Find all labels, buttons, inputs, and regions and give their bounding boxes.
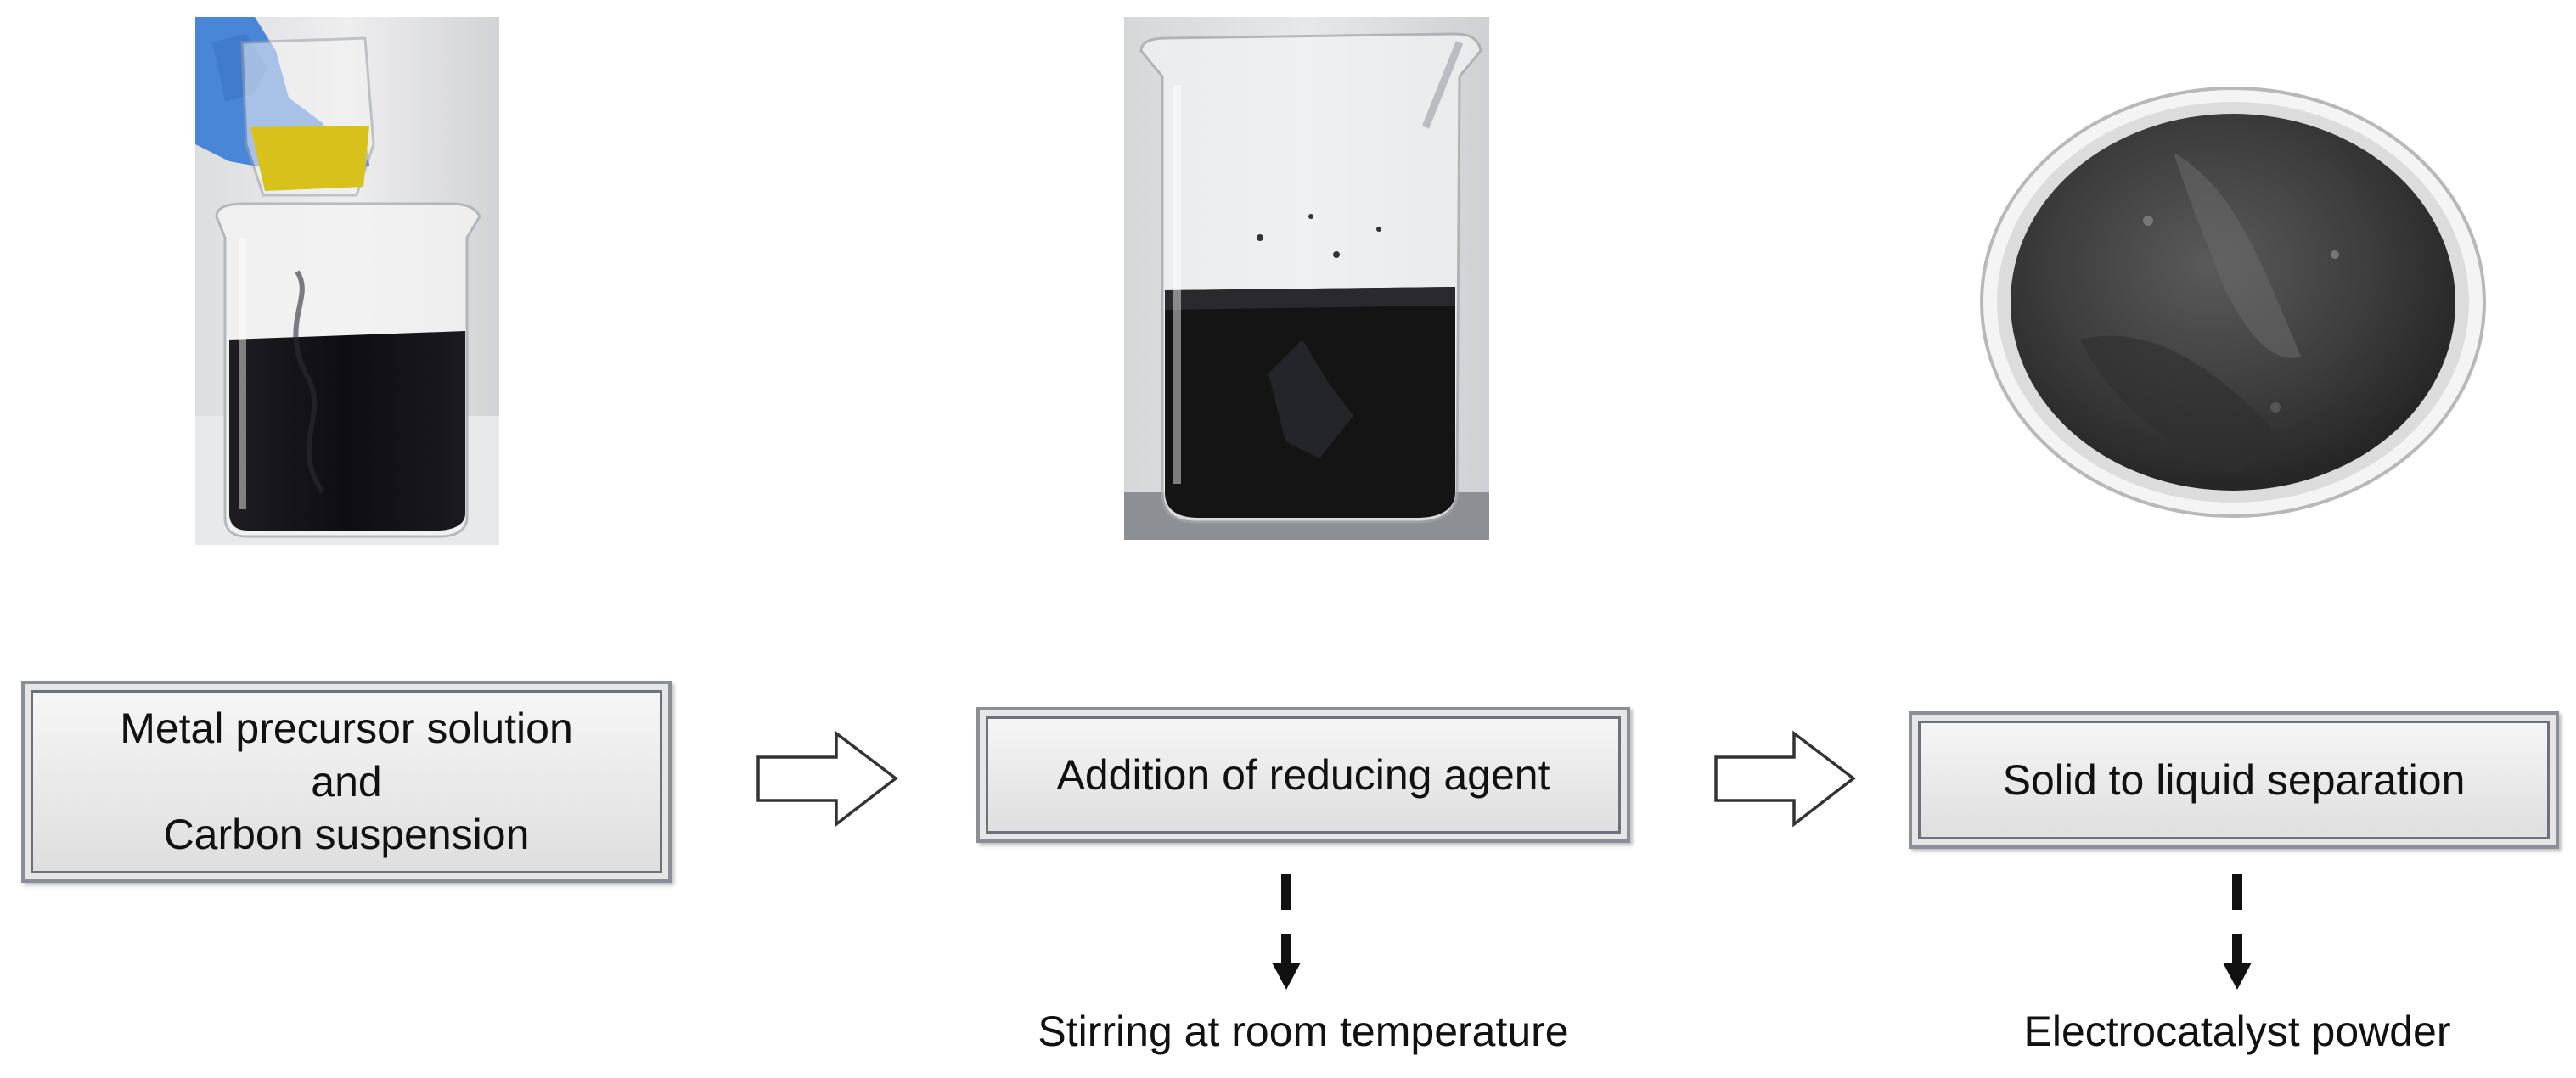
photo-electrocatalyst-powder bbox=[1978, 85, 2488, 519]
step-1-line-2: and bbox=[311, 757, 382, 806]
step-3-line-1: Solid to liquid separation bbox=[2002, 755, 2466, 804]
dashed-down-arrow-icon bbox=[2216, 874, 2258, 993]
step-2-line-1: Addition of reducing agent bbox=[1056, 750, 1550, 799]
step-1-line-1: Metal precursor solution bbox=[120, 705, 573, 753]
result-label-stirring: Stirring at room temperature bbox=[1038, 1008, 1569, 1055]
photo-reducing-agent-beaker bbox=[1124, 17, 1489, 540]
step-box-reducing-agent: Addition of reducing agent bbox=[976, 707, 1630, 843]
step-1-line-3: Carbon suspension bbox=[163, 811, 530, 859]
dashed-down-arrow-icon bbox=[1265, 874, 1308, 993]
photo-precursor-pouring bbox=[195, 17, 499, 545]
right-arrow-icon bbox=[1713, 730, 1858, 828]
step-box-precursor: Metal precursor solution and Carbon susp… bbox=[21, 681, 672, 883]
step-box-separation: Solid to liquid separation bbox=[1909, 711, 2559, 849]
right-arrow-icon bbox=[756, 730, 900, 828]
result-label-electrocatalyst: Electrocatalyst powder bbox=[2023, 1008, 2451, 1055]
